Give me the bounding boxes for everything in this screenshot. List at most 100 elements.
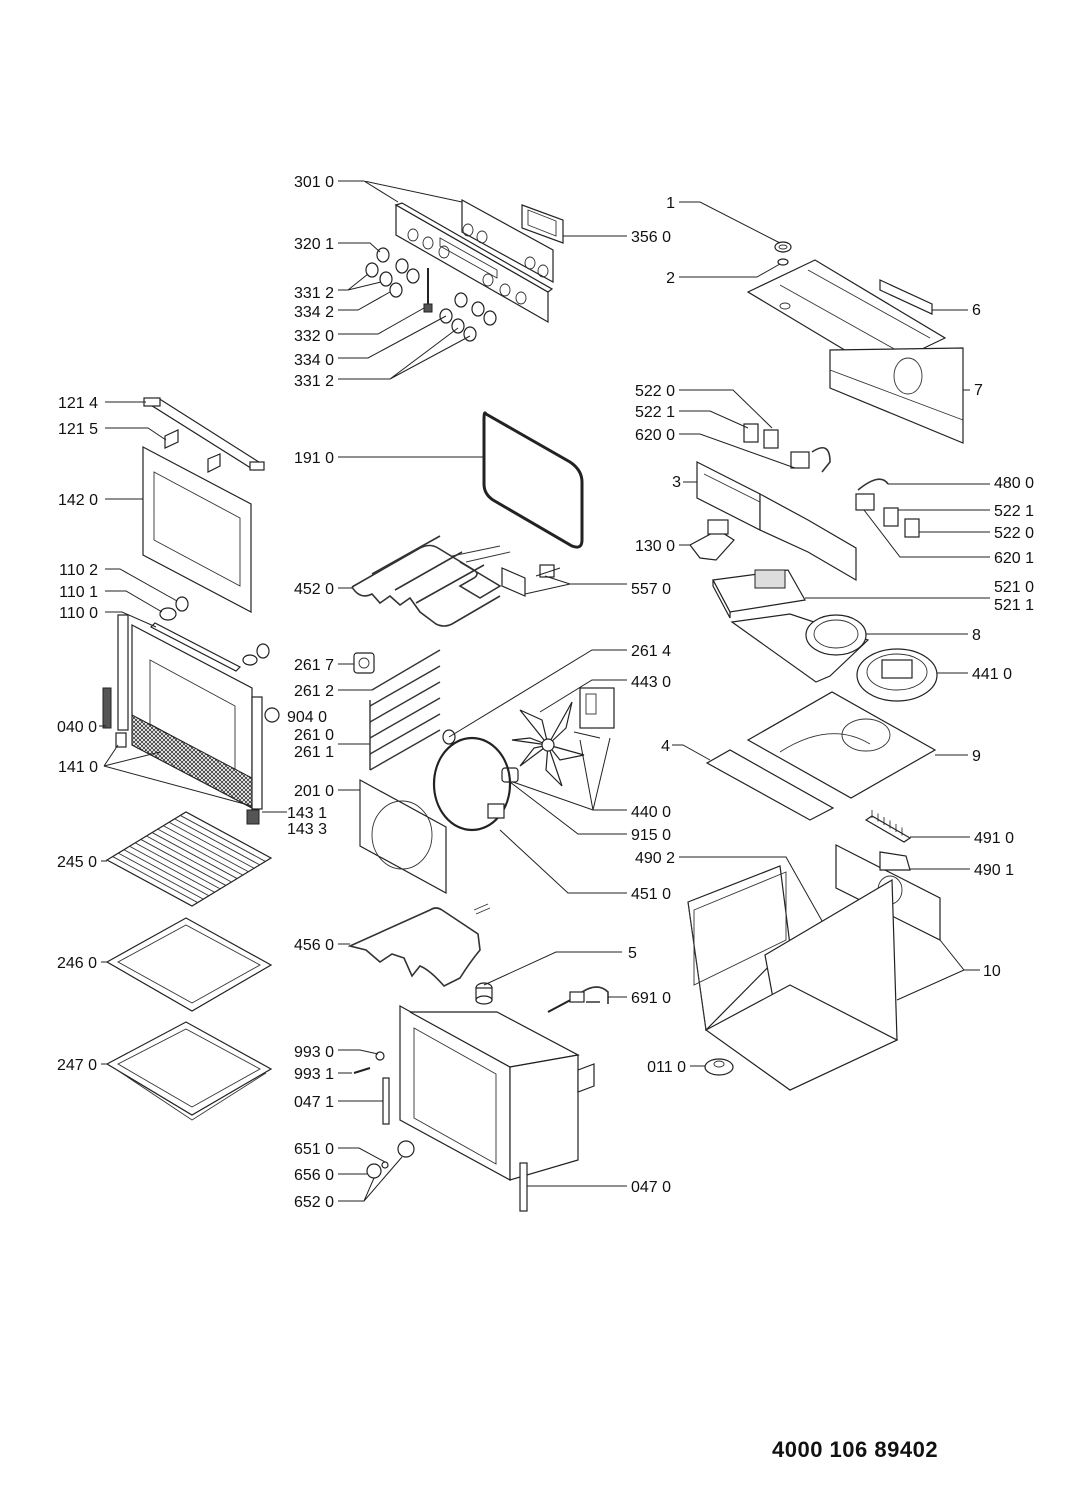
- label-5: 5: [628, 945, 637, 962]
- label-1: 1: [666, 195, 675, 212]
- rack-wire: [146, 835, 232, 883]
- label-121-4: 121 4: [58, 395, 98, 412]
- selector-switch-upper[interactable]: [790, 446, 831, 473]
- label-142-0: 142 0: [58, 492, 98, 509]
- label-331-2-b: 331 2: [294, 373, 334, 390]
- lower-heating-element[interactable]: [347, 903, 491, 987]
- label-191-0: 191 0: [294, 450, 334, 467]
- panel-holes: [407, 223, 549, 305]
- label-993-0: 993 0: [294, 1044, 334, 1061]
- rack-wire: [118, 852, 204, 900]
- label-490-2: 490 2: [635, 850, 675, 867]
- top-plate[interactable]: [746, 691, 937, 799]
- control-board-bracket[interactable]: [696, 461, 857, 582]
- door-handle[interactable]: [143, 397, 265, 471]
- door-seal[interactable]: [482, 411, 584, 549]
- cooling-duct-plate[interactable]: [730, 613, 870, 683]
- rack-wire: [174, 818, 260, 866]
- glass-spacers[interactable]: [159, 596, 270, 666]
- grommet[interactable]: [774, 241, 792, 253]
- baking-tray[interactable]: [105, 917, 273, 1012]
- rear-fan-cover[interactable]: [359, 778, 447, 895]
- control-panel-fascia-top: [394, 202, 554, 293]
- fan-motor[interactable]: [573, 687, 615, 739]
- control-panel-rear-plate[interactable]: [461, 198, 554, 284]
- label-130-0: 130 0: [635, 538, 675, 555]
- label-143-3: 143 3: [287, 821, 327, 838]
- label-440-0: 440 0: [631, 804, 671, 821]
- label-141-0: 141 0: [58, 759, 98, 776]
- control-panel-group: [365, 198, 564, 342]
- rack-wire: [112, 856, 198, 903]
- thermostat-probe[interactable]: [501, 564, 561, 597]
- label-480-0: 480 0: [994, 475, 1034, 492]
- terminal-block[interactable]: [864, 810, 912, 843]
- label-451-0: 451 0: [631, 886, 671, 903]
- cable-clamp[interactable]: [879, 851, 911, 871]
- label-247-0: 247 0: [57, 1057, 97, 1074]
- door-switch[interactable]: [547, 986, 609, 1013]
- switch-covers-lower[interactable]: [883, 507, 920, 538]
- side-rack-runners[interactable]: [369, 649, 441, 771]
- rack-wire: [151, 832, 238, 879]
- outer-casing[interactable]: [687, 865, 899, 1091]
- electronic-control-board[interactable]: [712, 569, 806, 619]
- label-201-0: 201 0: [294, 783, 334, 800]
- label-261-4: 261 4: [631, 643, 671, 660]
- label-522-1-b: 522 1: [994, 503, 1034, 520]
- lamp-parts[interactable]: [366, 1140, 415, 1179]
- o-ring[interactable]: [777, 258, 789, 266]
- label-652-0: 652 0: [294, 1194, 334, 1211]
- handle-brackets[interactable]: [164, 429, 221, 473]
- label-334-2: 334 2: [294, 304, 334, 321]
- label-521-0: 521 0: [994, 579, 1034, 596]
- drip-pan[interactable]: [105, 1021, 273, 1121]
- door-hinge[interactable]: [102, 687, 127, 748]
- label-040-0: 040 0: [57, 719, 97, 736]
- label-522-0-a: 522 0: [635, 383, 675, 400]
- label-121-5: 121 5: [58, 421, 98, 438]
- rack-wire: [168, 821, 255, 869]
- fan-blade[interactable]: [511, 701, 585, 787]
- switch-covers-upper[interactable]: [743, 423, 779, 449]
- oven-cavity[interactable]: [399, 1004, 595, 1182]
- adjustable-foot[interactable]: [704, 1058, 734, 1076]
- label-3: 3: [672, 474, 681, 491]
- knobs-cluster-right[interactable]: [439, 292, 497, 342]
- rear-hinge-receiver[interactable]: [519, 1162, 528, 1212]
- rod-switch[interactable]: [423, 268, 433, 313]
- bracket-clip[interactable]: [879, 279, 933, 315]
- display-module[interactable]: [521, 204, 564, 244]
- inner-door-assembly[interactable]: [117, 614, 263, 810]
- knobs-cluster-left[interactable]: [365, 247, 420, 298]
- lamp-glass[interactable]: [475, 982, 493, 1005]
- label-521-1: 521 1: [994, 597, 1034, 614]
- thermostat[interactable]: [689, 519, 735, 561]
- door-bumper[interactable]: [264, 707, 280, 723]
- label-7: 7: [974, 382, 983, 399]
- label-047-0: 047 0: [631, 1179, 671, 1196]
- lamp-holder[interactable]: [353, 652, 375, 674]
- label-261-7: 261 7: [294, 657, 334, 674]
- hinge-clips[interactable]: [246, 809, 260, 825]
- rack-wire: [163, 825, 249, 873]
- label-301-0: 301 0: [294, 174, 334, 191]
- wire-rack[interactable]: [105, 811, 273, 907]
- circular-heating-element[interactable]: [432, 736, 512, 832]
- cavity-fixing-parts[interactable]: [353, 1051, 390, 1125]
- front-trim-strip[interactable]: [705, 749, 835, 821]
- label-4: 4: [661, 738, 670, 755]
- grill-element[interactable]: [351, 535, 511, 627]
- rack-wire: [180, 815, 266, 862]
- label-261-1: 261 1: [294, 744, 334, 761]
- outer-door-glass[interactable]: [142, 446, 252, 613]
- label-441-0: 441 0: [972, 666, 1012, 683]
- selector-switch-lower[interactable]: [855, 478, 889, 511]
- label-691-0: 691 0: [631, 990, 671, 1007]
- label-522-0-b: 522 0: [994, 525, 1034, 542]
- rack-wire: [123, 849, 210, 897]
- label-331-2-a: 331 2: [294, 285, 334, 302]
- cooling-fan[interactable]: [856, 648, 938, 702]
- top-cover-panel[interactable]: [746, 259, 964, 444]
